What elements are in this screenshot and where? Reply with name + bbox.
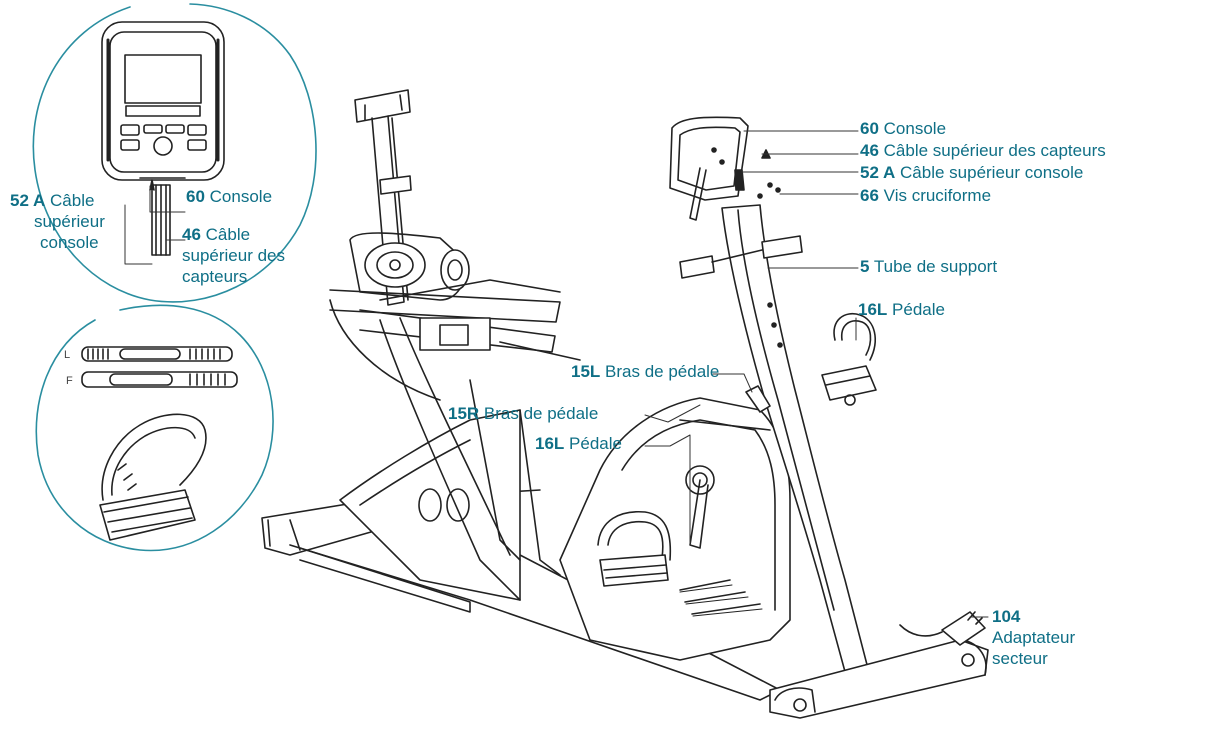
label-number: 52 A	[860, 163, 896, 182]
label-60-detail: 60 Console	[186, 187, 272, 206]
label-number: 52 A	[10, 191, 46, 210]
label-text: Câble	[50, 191, 95, 210]
label-text: Adaptateur	[992, 628, 1076, 647]
label-104-adapter: 104 Adaptateur secteur	[992, 606, 1112, 669]
label-text: Câble supérieur console	[900, 163, 1084, 182]
packed-frame	[329, 89, 581, 401]
label-52a-detail: 52 A Câble supérieur console	[10, 190, 130, 253]
label-15r-arm: 15R Bras de pédale	[448, 404, 598, 423]
main-frame	[261, 116, 989, 719]
label-15l-arm: 15L Bras de pédale	[571, 362, 719, 381]
label-text: Pédale	[892, 300, 945, 319]
label-number: 66	[860, 186, 879, 205]
label-16l-pedal-center: 16L Pédale	[535, 434, 622, 453]
console-detail-screen	[124, 54, 202, 104]
label-text: supérieur des	[182, 246, 286, 265]
label-46-cable: 46 Câble supérieur des capteurs	[860, 141, 1106, 160]
label-number: 46	[860, 141, 879, 160]
label-16l-pedal-right: 16L Pédale	[858, 300, 945, 319]
label-text: Tube de support	[873, 257, 998, 276]
label-text: Câble supérieur des capteurs	[883, 141, 1106, 160]
console-detail-circle	[32, 3, 317, 303]
label-text: Console	[209, 187, 273, 206]
console-unit	[669, 116, 749, 201]
label-text: Vis cruciforme	[883, 186, 992, 205]
strap-letter-l: L	[64, 349, 70, 361]
strap-detail-circle	[35, 304, 274, 552]
label-number: 16L	[535, 434, 565, 453]
label-number: 60	[186, 187, 205, 206]
label-text: capteurs	[182, 267, 248, 286]
label-text: console	[40, 233, 99, 252]
label-5-tube: 5 Tube de support	[860, 257, 997, 276]
label-text: Pédale	[569, 434, 622, 453]
label-text: supérieur	[34, 212, 105, 231]
label-number: 15R	[448, 404, 480, 423]
label-text: secteur	[992, 649, 1048, 668]
label-number: 15L	[571, 362, 601, 381]
label-number: 16L	[858, 300, 888, 319]
label-text: Console	[883, 119, 947, 138]
label-66-screw: 66 Vis cruciforme	[860, 186, 991, 205]
label-text: Câble	[205, 225, 251, 244]
label-52a-cable: 52 A Câble supérieur console	[860, 163, 1083, 182]
label-number: 46	[182, 225, 201, 244]
label-46-detail: 46 Câble supérieur des capteurs	[182, 224, 342, 287]
label-number: 60	[860, 119, 879, 138]
leader-lines	[124, 130, 989, 618]
label-text: Bras de pédale	[483, 404, 599, 423]
label-number: 104	[992, 607, 1021, 626]
strap-letter-f: F	[66, 375, 73, 387]
label-60-console: 60 Console	[860, 119, 946, 138]
label-text: Bras de pédale	[605, 362, 720, 381]
label-number: 5	[860, 257, 870, 276]
